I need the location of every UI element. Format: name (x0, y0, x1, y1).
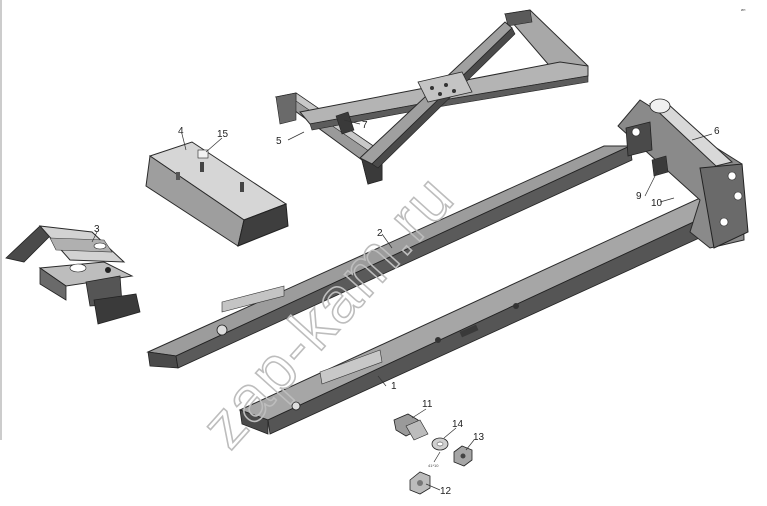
nut-part-13 (453, 445, 473, 467)
torque-note: 41*10 (428, 463, 439, 468)
callout-13: 13 (473, 432, 485, 443)
bracket-assembly-part-3 (5, 225, 141, 325)
callout-2: 2 (377, 228, 383, 239)
bolt-part-11 (393, 413, 429, 441)
frame-rail-part-2 (146, 145, 633, 369)
callout-1: 1 (391, 381, 397, 392)
callout-5: 5 (276, 136, 282, 147)
corner-mark: ип (741, 7, 745, 12)
callout-10: 10 (651, 198, 663, 209)
callout-7: 7 (362, 120, 368, 131)
box-part-4 (145, 141, 289, 247)
rear-crossmember-assembly (617, 98, 749, 249)
nut-part-12 (409, 471, 431, 495)
callout-11: 11 (422, 399, 433, 410)
callout-4: 4 (178, 126, 184, 137)
callout-9: 9 (636, 191, 642, 202)
callout-3: 3 (94, 224, 100, 235)
callout-14: 14 (452, 419, 464, 430)
callout-12: 12 (440, 486, 452, 497)
washer-part-14 (431, 437, 449, 451)
callout-15: 15 (217, 129, 229, 140)
callout-6: 6 (714, 126, 720, 137)
cross-member-part-5 (274, 9, 589, 185)
assembly-arrow (433, 451, 441, 463)
